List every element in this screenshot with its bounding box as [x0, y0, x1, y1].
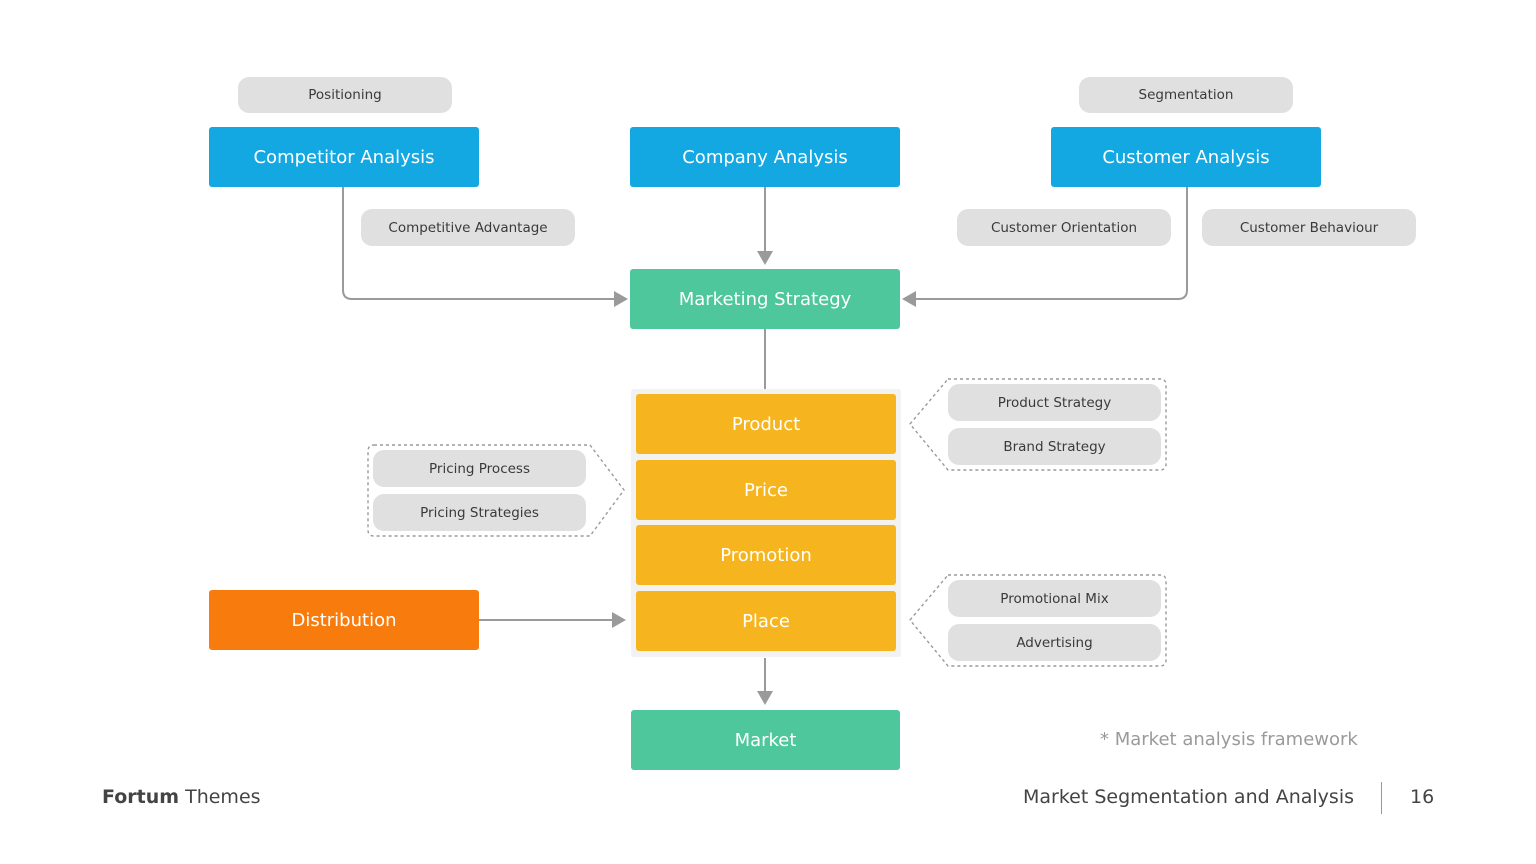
box-product: Product — [636, 394, 896, 454]
box-competitor-analysis: Competitor Analysis — [209, 127, 479, 187]
box-promotion: Promotion — [636, 525, 896, 585]
box-company-analysis: Company Analysis — [630, 127, 900, 187]
footer-brand-bold: Fortum — [102, 786, 180, 808]
tag-positioning: Positioning — [238, 77, 452, 113]
footer-brand-rest: Themes — [185, 786, 261, 808]
tag-advertising: Advertising — [948, 624, 1161, 661]
tag-promotional-mix: Promotional Mix — [948, 580, 1161, 617]
framework-note: * Market analysis framework — [1100, 729, 1358, 750]
callout-place — [909, 574, 1167, 667]
box-distribution: Distribution — [209, 590, 479, 650]
tag-brand-strategy: Brand Strategy — [948, 428, 1161, 465]
tag-customer-orientation: Customer Orientation — [957, 209, 1171, 246]
page-number: 16 — [1410, 786, 1435, 808]
callout-product — [909, 378, 1167, 471]
box-place: Place — [636, 591, 896, 651]
tag-segmentation: Segmentation — [1079, 77, 1293, 113]
tag-customer-behaviour: Customer Behaviour — [1202, 209, 1416, 246]
tag-pricing-process: Pricing Process — [373, 450, 586, 487]
callout-price — [367, 444, 625, 537]
connector-competitor-to-strategy — [342, 187, 628, 307]
tag-competitive-advantage: Competitive Advantage — [361, 209, 575, 246]
footer-title: Market Segmentation and Analysis — [1023, 786, 1354, 808]
box-market: Market — [631, 710, 900, 770]
box-marketing-strategy: Marketing Strategy — [630, 269, 900, 329]
footer-brand: Fortum Themes — [102, 786, 261, 808]
connector-customer-to-strategy — [902, 187, 1188, 307]
box-customer-analysis: Customer Analysis — [1051, 127, 1321, 187]
tag-pricing-strategies: Pricing Strategies — [373, 494, 586, 531]
footer-divider — [1381, 782, 1382, 814]
tag-product-strategy: Product Strategy — [948, 384, 1161, 421]
box-price: Price — [636, 460, 896, 520]
